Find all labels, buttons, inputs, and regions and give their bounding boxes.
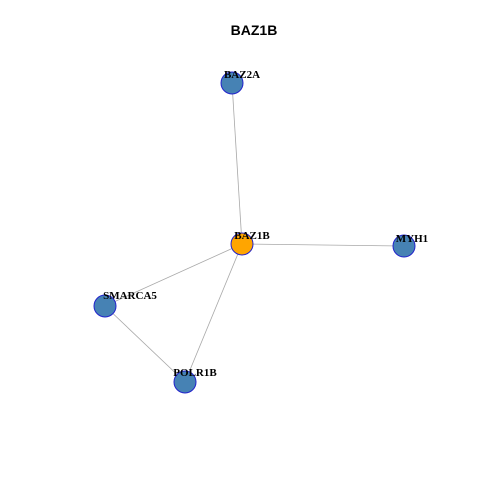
node-label-myh1: MYH1	[396, 233, 428, 245]
edge-baz1b-baz2a	[231, 82, 243, 245]
edge-baz1b-myh1	[241, 243, 405, 247]
graph-title: BAZ1B	[231, 22, 278, 38]
nodes-layer	[93, 71, 416, 394]
node-label-polr1b: POLR1B	[173, 367, 217, 379]
node-myh1	[392, 234, 416, 258]
node-smarca5	[93, 294, 117, 318]
node-label-smarca5: SMARCA5	[103, 290, 157, 302]
node-polr1b	[173, 370, 197, 394]
edge-smarca5-polr1b	[104, 305, 186, 383]
edge-baz1b-polr1b	[184, 243, 243, 383]
edges-layer	[104, 82, 405, 383]
node-label-baz1b: BAZ1B	[234, 230, 270, 242]
node-baz1b	[230, 232, 254, 256]
edge-baz1b-smarca5	[104, 243, 243, 307]
node-label-baz2a: BAZ2A	[224, 69, 260, 81]
node-baz2a	[220, 71, 244, 95]
